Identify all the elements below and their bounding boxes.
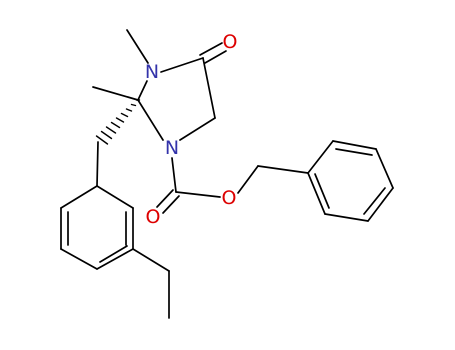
atom-o-ketone: O xyxy=(223,31,238,53)
aromatic-inner-5 xyxy=(363,187,386,215)
bond-ch2-phenyl xyxy=(257,165,309,174)
phenyl-ring xyxy=(307,140,394,222)
ethylphenyl-ring xyxy=(60,185,134,270)
imidazolidinone-ring xyxy=(137,57,216,141)
bond-n3-c4 xyxy=(160,57,204,73)
ketone-group xyxy=(199,42,227,64)
bond-c5-n1 xyxy=(179,117,216,141)
hashed-wedge-bond xyxy=(95,99,141,145)
bond-n1-ccarbonyl xyxy=(171,157,177,193)
atom-n-methyl: N xyxy=(145,61,159,83)
atom-o-carbonyl: O xyxy=(146,206,161,228)
bond-c2-methyl xyxy=(92,86,139,101)
atom-o-ester: O xyxy=(222,187,237,209)
aromatic-inner-4 xyxy=(335,148,373,156)
bond-n3-methyl xyxy=(126,29,149,64)
carbamate-group xyxy=(156,157,309,214)
bond-o-ch2 xyxy=(237,165,259,194)
bond-c4-o-double-2 xyxy=(204,50,227,64)
bond-n1-c2 xyxy=(137,99,164,141)
bond-c-o-double-1 xyxy=(156,189,174,208)
ethyl-group xyxy=(132,248,170,319)
atom-n-carbamate: N xyxy=(165,137,179,159)
aromatic-inner-6 xyxy=(314,173,330,209)
bond-c-o-double-2 xyxy=(162,195,180,214)
aromatic-inner-3 xyxy=(99,245,128,263)
bond-c4-o-double-1 xyxy=(199,42,223,56)
bond-c2-n3 xyxy=(137,80,148,101)
bond-c-o-ester xyxy=(175,191,221,198)
bond-ch2-aryl xyxy=(96,141,99,187)
label-masks xyxy=(143,31,240,228)
bond-c4-c5 xyxy=(202,57,216,119)
